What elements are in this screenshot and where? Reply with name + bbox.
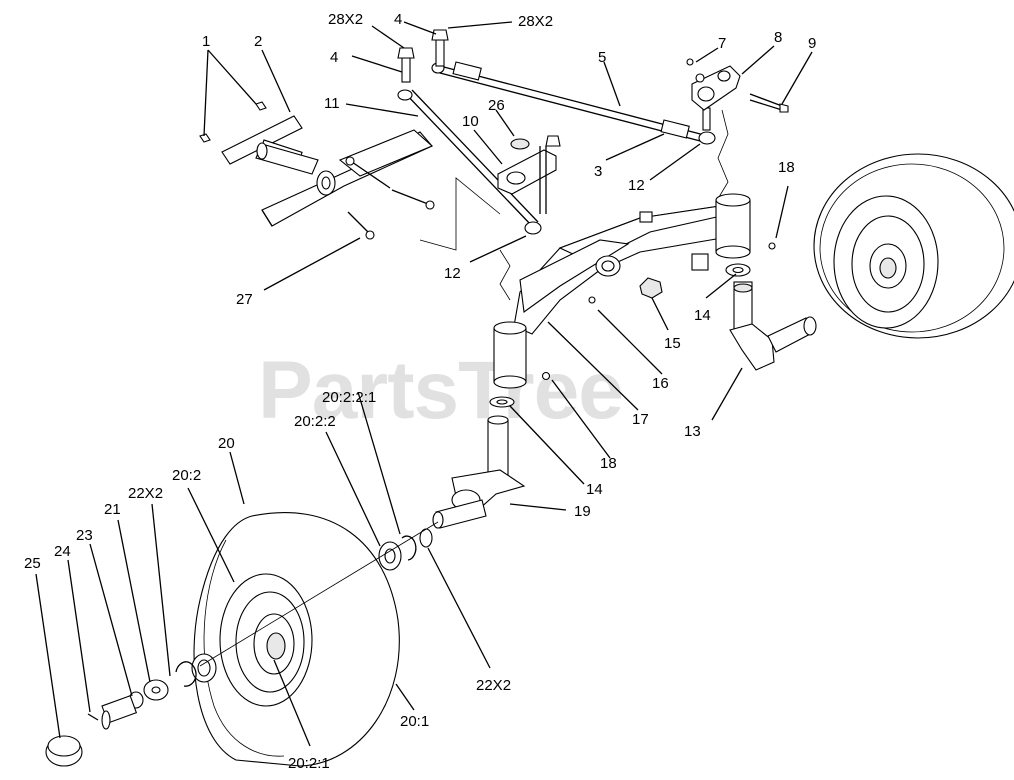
callout-14-right: 14 — [694, 307, 711, 324]
callout-9: 9 — [808, 35, 816, 52]
callout-27: 27 — [236, 291, 253, 308]
callout-25: 25 — [24, 555, 41, 572]
callout-2: 2 — [254, 33, 262, 50]
leader-lines — [35, 21, 813, 747]
bracket-bolts — [199, 101, 435, 240]
right-wheel — [813, 153, 1014, 339]
callout-12-upper: 12 — [628, 177, 645, 194]
callout-22x2-lower: 22X2 — [476, 677, 511, 694]
hub-parts-left — [45, 653, 217, 767]
callout-15: 15 — [664, 335, 681, 352]
callout-3: 3 — [594, 163, 602, 180]
watermark-text: PartsTree — [258, 345, 623, 436]
callout-26: 26 — [488, 97, 505, 114]
callout-20-2-2: 20:2:2 — [294, 413, 336, 430]
callout-24: 24 — [54, 543, 71, 560]
callout-17: 17 — [632, 411, 649, 428]
callout-20-2-1: 20:2:1 — [288, 755, 330, 772]
axle-center-line — [199, 521, 439, 667]
callout-28x2-right: 28X2 — [518, 13, 553, 30]
callout-10: 10 — [462, 113, 479, 130]
center-line-left — [499, 249, 511, 301]
steering-arm — [686, 58, 789, 113]
left-wheel — [193, 512, 400, 767]
callout-16: 16 — [652, 375, 669, 392]
callout-21: 21 — [104, 501, 121, 518]
break-line — [419, 177, 501, 251]
callout-20-2-2-1: 20:2:2:1 — [322, 389, 376, 406]
callout-22x2-upper: 22X2 — [128, 485, 163, 502]
callout-20: 20 — [218, 435, 235, 452]
callout-11: 11 — [324, 95, 340, 112]
callout-19: 19 — [574, 503, 591, 520]
callout-5: 5 — [598, 49, 606, 66]
mounting-bracket-plate — [221, 115, 434, 227]
right-spindle — [729, 281, 817, 371]
left-spindle-tube — [493, 321, 527, 389]
callout-23: 23 — [76, 527, 93, 544]
callout-4-left: 4 — [330, 49, 338, 66]
center-line — [715, 109, 729, 203]
callout-28x2-left: 28X2 — [328, 11, 363, 28]
callout-18-right: 18 — [778, 159, 795, 176]
pivot-block — [497, 135, 561, 214]
callout-20-2: 20:2 — [172, 467, 201, 484]
callout-14-left: 14 — [586, 481, 603, 498]
tie-rod-left — [397, 89, 542, 235]
hardware-small — [541, 242, 776, 381]
right-spindle-tube — [715, 193, 751, 259]
front-axle-beam — [513, 205, 741, 335]
ball-joint-studs — [397, 29, 711, 131]
callout-labels: 1 2 28X2 4 28X2 4 5 7 8 9 11 26 10 3 12 … — [24, 11, 816, 772]
callout-7: 7 — [718, 35, 726, 52]
callout-20-1: 20:1 — [400, 713, 429, 730]
callout-1: 1 — [202, 33, 210, 50]
callout-18-left: 18 — [600, 455, 617, 472]
callout-8: 8 — [774, 29, 782, 46]
left-spindle — [432, 415, 526, 529]
callout-12-lower: 12 — [444, 265, 461, 282]
callout-13: 13 — [684, 423, 701, 440]
tie-rod-upper — [431, 61, 716, 145]
callout-4-top: 4 — [394, 11, 402, 28]
hub-parts-right — [378, 528, 433, 571]
pivot-shaft — [255, 142, 319, 175]
